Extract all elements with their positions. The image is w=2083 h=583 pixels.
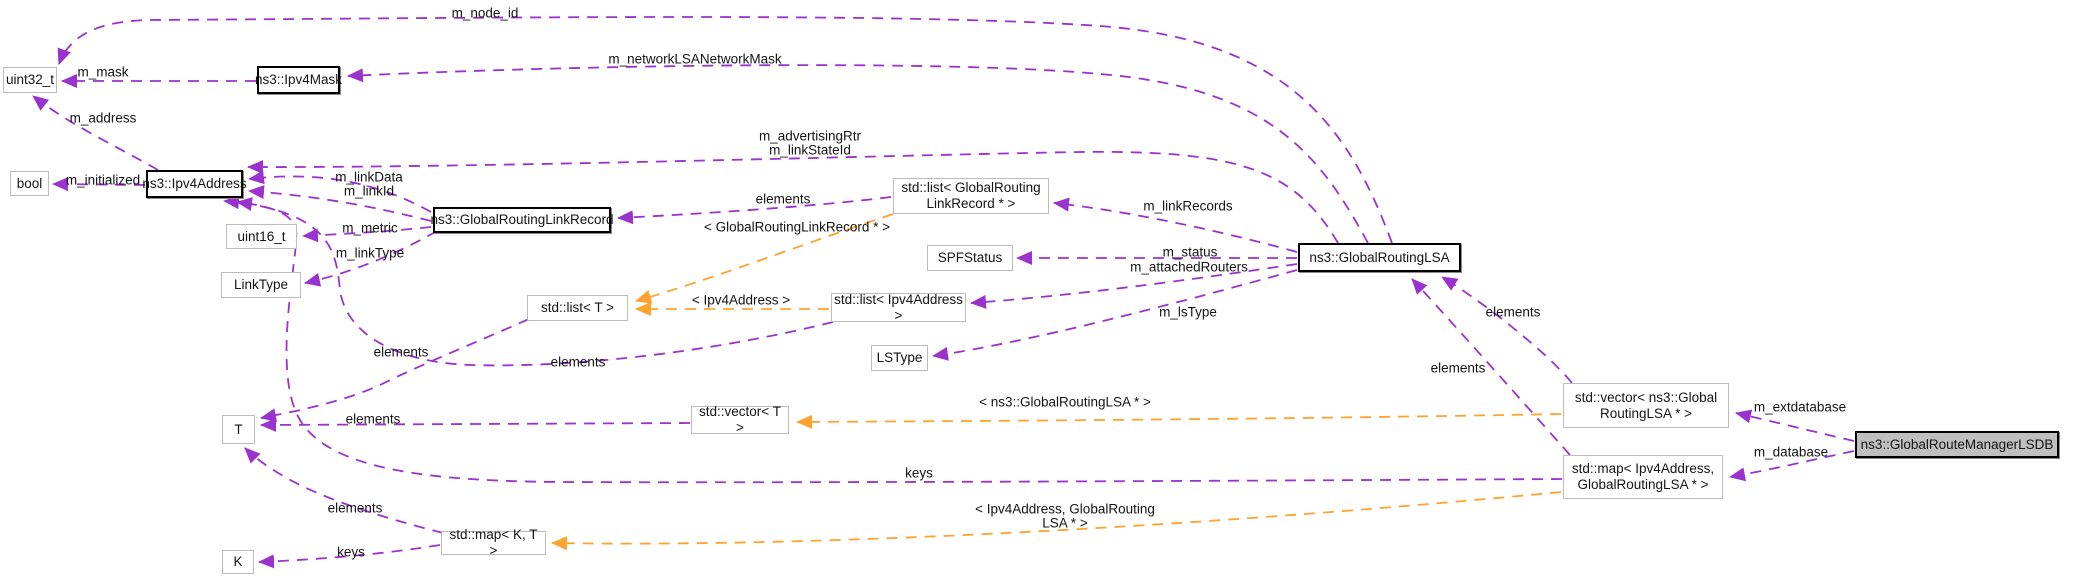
edge-label-keys-map-kt: keys — [337, 544, 365, 560]
edge-m-database — [1729, 450, 1855, 482]
edge-label-m-initialized: m_initialized — [65, 172, 141, 188]
edge-label-m-node-id: m_node_id — [451, 5, 519, 21]
edge-label-elements-list-t: elements — [373, 344, 429, 360]
edge-label-elements-linkrecordlist: elements — [755, 191, 811, 207]
node-list-globalroutinglinkrecord: std::list< GlobalRouting LinkRecord * > — [893, 178, 1049, 214]
node-t: T — [222, 415, 255, 444]
edge-m-networklsanetworkmask — [347, 64, 1369, 244]
edge-elements-map-lsa — [1411, 278, 1571, 456]
edge-label-keys-ipv4map: keys — [905, 465, 933, 481]
edge-label-m-advertisingrtr-m-linkstateid: m_advertisingRtr m_linkStateId — [758, 128, 862, 157]
node-std-vector-globalroutinglsa: std::vector< ns3::Global RoutingLSA * > — [1563, 383, 1729, 428]
edge-label-template-ipv4address: < Ipv4Address > — [691, 292, 791, 308]
node-uint32-t: uint32_t — [3, 67, 57, 93]
edge-label-template-map-ipv4-lsa: < Ipv4Address, GlobalRouting LSA * > — [975, 501, 1155, 530]
edge-template-map-ipv4-lsa — [551, 491, 1562, 551]
edge-label-template-vector-lsa: < ns3::GlobalRoutingLSA * > — [979, 394, 1151, 410]
node-ipv4address[interactable]: ns3::Ipv4Address — [142, 170, 247, 198]
edge-template-vector-lsa — [796, 413, 1562, 429]
edge-m-node-id — [57, 16, 1393, 244]
node-std-vector-t: std::vector< T > — [691, 404, 789, 435]
node-std-map-k-t: std::map< K, T > — [441, 527, 546, 558]
edge-label-m-address: m_address — [69, 110, 137, 126]
edge-label-elements-vector-lsa: elements — [1485, 304, 1541, 320]
node-spfstatus: SPFStatus — [927, 245, 1013, 271]
edge-elements-list-t — [260, 318, 530, 423]
node-k: K — [222, 550, 254, 574]
edge-label-m-networklsanetworkmask: m_networkLSANetworkMask — [608, 51, 782, 67]
edge-label-m-linktype: m_linkType — [335, 245, 405, 261]
edge-m-extdatabase — [1735, 409, 1855, 442]
node-ipv4mask[interactable]: ns3::Ipv4Mask — [255, 66, 342, 94]
edge-label-template-linkrecord: < GlobalRoutingLinkRecord * > — [703, 219, 891, 235]
node-linktype: LinkType — [221, 272, 301, 298]
edge-label-m-lstype: m_lsType — [1159, 304, 1217, 320]
edge-m-attachedrouters — [970, 263, 1298, 309]
edge-keys-map-kt — [258, 544, 441, 569]
node-uint16-t: uint16_t — [226, 224, 297, 249]
edge-label-elements-ipv4list: elements — [550, 354, 606, 370]
edge-m-linkrecords — [1053, 197, 1298, 253]
node-lstype: LSType — [871, 345, 928, 371]
edge-elements-map-kt — [244, 447, 444, 534]
edge-label-elements-vector-t: elements — [345, 411, 401, 427]
edge-m-initialized — [52, 177, 146, 192]
node-globalroutinglinkrecord[interactable]: ns3::GlobalRoutingLinkRecord — [430, 207, 614, 233]
edge-label-m-extdatabase: m_extdatabase — [1753, 399, 1847, 415]
edge-label-m-metric: m_metric — [342, 220, 398, 236]
edge-label-elements-map-lsa: elements — [1430, 360, 1486, 376]
edge-label-m-status: m_status — [1162, 244, 1218, 260]
edge-m-advertisingrtr — [247, 150, 1339, 244]
edge-label-m-mask: m_mask — [77, 64, 129, 80]
edge-m-metric — [302, 226, 432, 243]
node-bool: bool — [10, 171, 49, 196]
edge-m-lstype — [932, 269, 1298, 361]
edge-label-elements-map-kt: elements — [327, 500, 383, 516]
edge-m-linkdata — [248, 170, 432, 213]
edge-m-linkid — [248, 185, 432, 222]
edge-label-m-linkdata-m-linkid: m_linkData m_linkId — [335, 169, 403, 198]
node-std-list-t: std::list< T > — [527, 295, 628, 321]
edge-elements-ipv4list — [236, 197, 834, 367]
node-std-map-ipv4address-globalroutinglsa: std::map< Ipv4Address, GlobalRoutingLSA … — [1563, 455, 1723, 499]
edge-elements-linkrecordlist — [617, 196, 892, 225]
edge-label-m-attachedrouters: m_attachedRouters — [1130, 259, 1248, 275]
edge-template-list-linkrecord — [635, 213, 894, 304]
edge-label-m-database: m_database — [1753, 444, 1829, 460]
edge-elements-vector-t — [260, 417, 691, 432]
node-globalroutinglsa[interactable]: ns3::GlobalRoutingLSA — [1298, 243, 1461, 272]
edge-m-address — [32, 95, 159, 171]
node-globalroutemanagerlsdb: ns3::GlobalRouteManagerLSDB — [1855, 431, 2059, 458]
edge-label-m-linkrecords: m_linkRecords — [1143, 198, 1233, 214]
edge-elements-vector-lsa — [1441, 276, 1573, 384]
node-std-list-ipv4address: std::list< Ipv4Address > — [831, 292, 966, 323]
